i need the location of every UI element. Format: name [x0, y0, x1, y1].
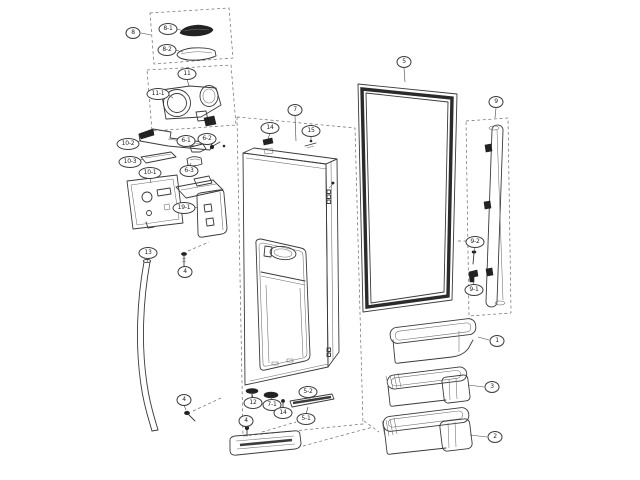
door-bins [382, 318, 489, 454]
lever-bracket-parts [127, 129, 212, 229]
switch-and-motor-parts [176, 141, 227, 237]
callout-6-3: 6-3 [179, 165, 199, 177]
callout-8-1: 8-1 [158, 23, 178, 35]
callout-4-b: 4 [176, 394, 192, 406]
callout-8-2: 8-2 [157, 44, 177, 56]
callout-4-c: 4 [238, 415, 254, 427]
callout-10-3: 10-3 [118, 156, 142, 168]
callout-10-2: 10-2 [116, 138, 140, 150]
callout-8: 8 [125, 27, 141, 39]
callout-10-1: 10-1 [138, 167, 162, 179]
callout-5-1: 5-1 [296, 413, 316, 425]
dispenser-cover-box [141, 8, 233, 64]
callout-15: 15 [301, 125, 321, 137]
door-gasket [358, 68, 457, 312]
callout-5-2: 5-2 [298, 386, 318, 398]
callout-11-1: 11-1 [146, 88, 170, 100]
handle-assembly-box [458, 108, 511, 316]
water-tube [137, 258, 158, 431]
callout-12: 12 [243, 397, 263, 409]
callout-2: 2 [487, 431, 503, 443]
callout-11: 11 [177, 68, 197, 80]
callout-9: 9 [488, 96, 504, 108]
ice-route-housing-box [147, 65, 236, 131]
callout-6-2: 6-2 [197, 133, 217, 145]
door-bottom-parts [246, 389, 334, 415]
callout-1: 1 [489, 335, 505, 347]
callout-14-a: 14 [260, 122, 280, 134]
callout-4-a: 4 [177, 266, 193, 278]
door-assembly-box [237, 116, 363, 436]
callout-19-1: 19-1 [172, 202, 196, 214]
construction-lines [303, 421, 379, 446]
callout-7: 7 [287, 104, 303, 116]
callout-6-1: 6-1 [176, 135, 196, 147]
callout-13: 13 [138, 247, 158, 259]
callout-3: 3 [484, 381, 500, 393]
callout-9-1: 9-1 [464, 284, 484, 296]
callout-5: 5 [396, 56, 412, 68]
callout-9-2: 9-2 [465, 236, 485, 248]
drip-tray [230, 422, 301, 455]
callout-14-b: 14 [273, 407, 293, 419]
